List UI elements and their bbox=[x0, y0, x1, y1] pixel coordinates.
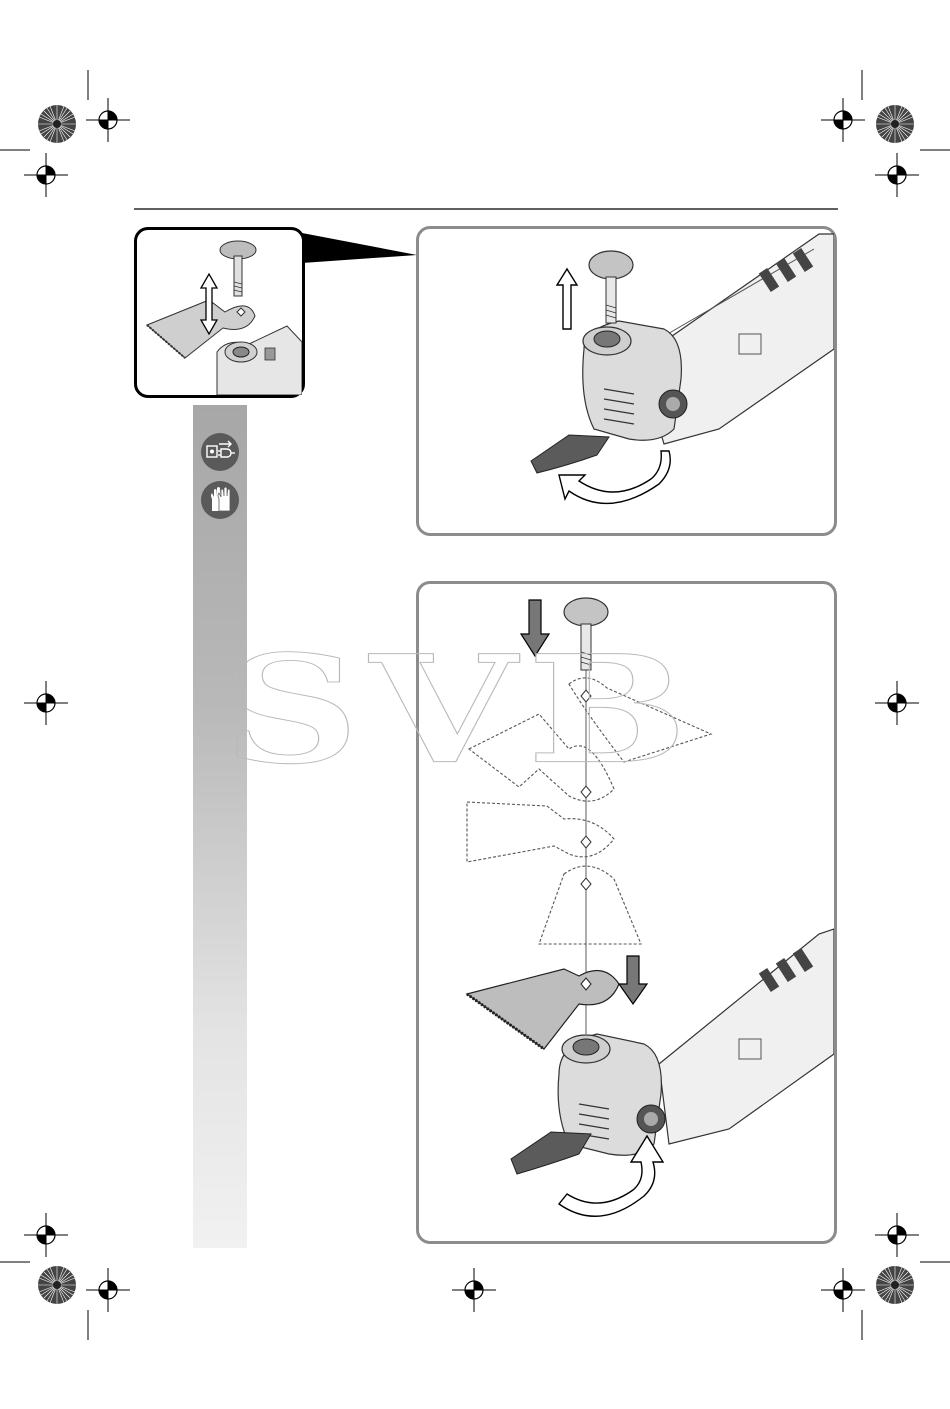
wear-gloves-icon bbox=[201, 481, 239, 519]
callout-wedge bbox=[302, 225, 420, 270]
step-remove-panel bbox=[416, 226, 837, 536]
remove-fastening-screw bbox=[419, 229, 834, 533]
arrow-up-icon bbox=[557, 269, 577, 329]
detail-panel bbox=[134, 227, 305, 398]
watermark-text: SVB bbox=[222, 623, 697, 785]
unplug-before-work-icon bbox=[201, 433, 239, 471]
side-band bbox=[193, 405, 247, 1248]
watermark: SVB bbox=[150, 615, 770, 785]
blade-removal-detail bbox=[137, 230, 302, 395]
